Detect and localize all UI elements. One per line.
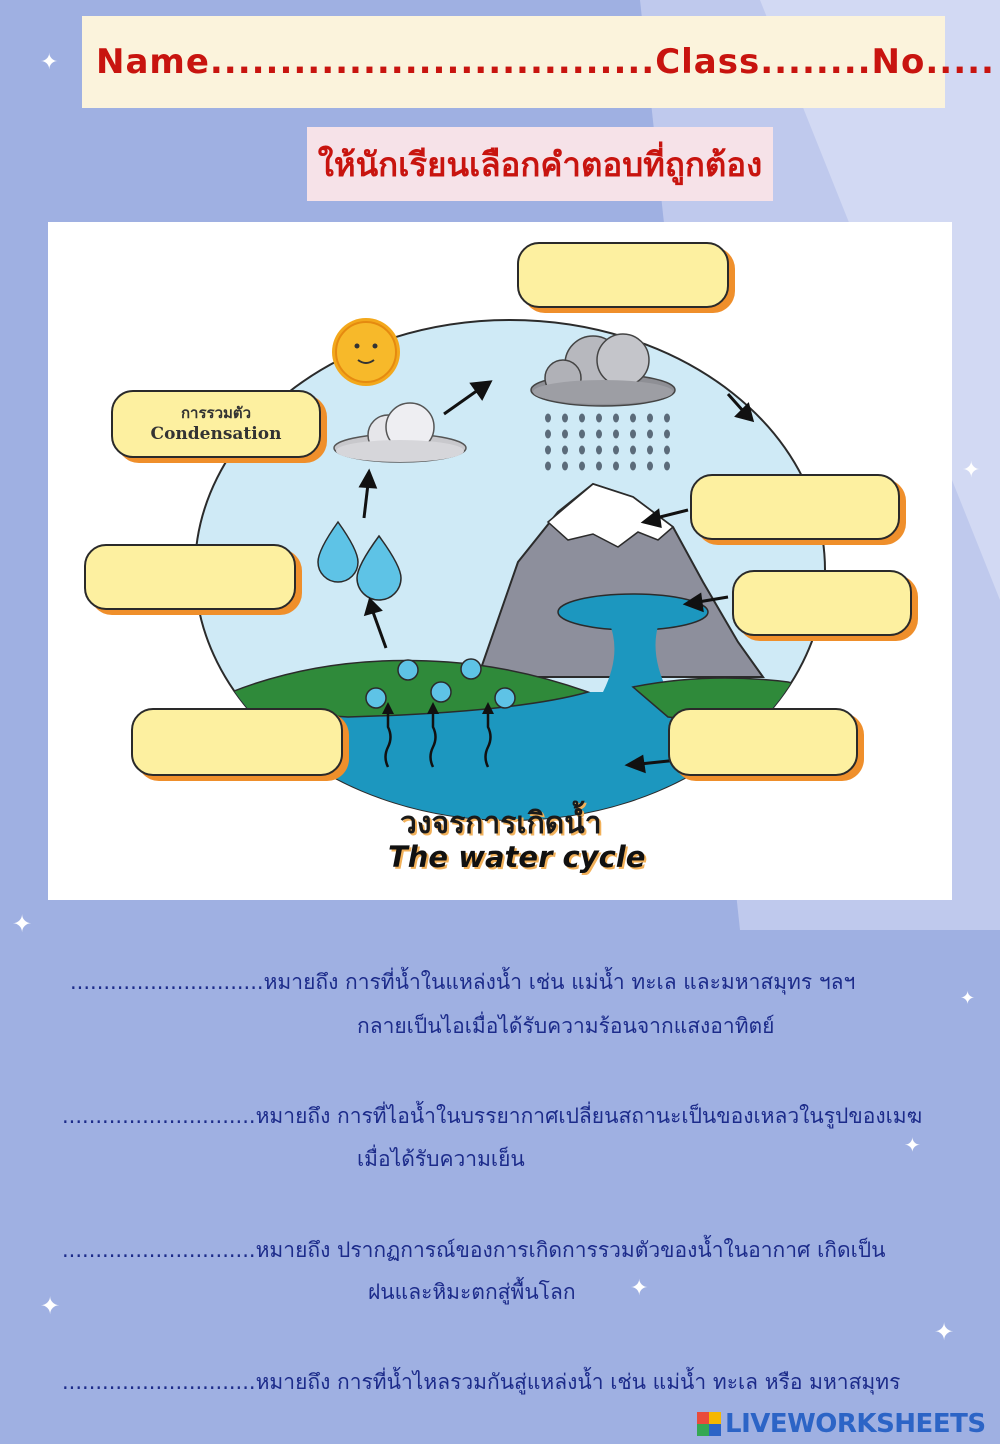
sun-icon (332, 318, 400, 386)
instruction-text: ให้นักเรียนเลือกคำตอบที่ถูกต้อง (317, 144, 763, 184)
cycle-arrows (358, 380, 755, 774)
diagram-caption-thai: วงจรการเกิดน้ำ (400, 806, 602, 841)
answer-box-right-bottom[interactable] (668, 708, 858, 776)
diagram-caption-english: The water cycle (388, 840, 646, 874)
name-class-number-line: Name................................Clas… (96, 42, 995, 82)
answer-box-top[interactable] (517, 242, 729, 308)
small-cloud-icon (333, 402, 467, 463)
instruction-box: ให้นักเรียนเลือกคำตอบที่ถูกต้อง (307, 127, 773, 201)
snow-cap-shape (546, 483, 675, 548)
logo-text: LIVEWORKSHEETS (725, 1409, 986, 1439)
question-text: หมายถึง ปรากฏการณ์ของการเกิดการรวมตัวของ… (255, 1238, 886, 1262)
question-3-line-1: .............................หมายถึง ปรา… (62, 1234, 885, 1267)
condensation-label-english: Condensation (150, 424, 282, 444)
question-3-line-2: ฝนและหิมะตกสู่พื้นโลก (368, 1280, 576, 1304)
question-1-line-2: กลายเป็นไอเมื่อได้รับความร้อนจากแสงอาทิต… (357, 1014, 775, 1038)
sparkle-icon: ✦ (904, 1133, 921, 1157)
sparkle-icon: ✦ (12, 910, 33, 938)
water-cycle-diagram: การรวมตัว Condensation วงจรการเกิดน้ำ Th… (48, 222, 952, 900)
condensation-label-box: การรวมตัว Condensation (111, 390, 321, 458)
question-4-line-1: .............................หมายถึง การ… (62, 1366, 900, 1399)
evaporation-arrows (384, 712, 492, 768)
sparkle-icon: ✦ (934, 1318, 955, 1346)
answer-box-right-upper[interactable] (690, 474, 900, 540)
vapor-bubbles (365, 658, 516, 709)
question-text: หมายถึง การที่น้ำไหลรวมกันสู่แหล่งน้ำ เช… (255, 1370, 901, 1394)
sparkle-icon: ✦ (962, 458, 981, 483)
answer-box-right-middle[interactable] (732, 570, 912, 636)
question-1-line-1: .............................หมายถึง การ… (70, 966, 855, 999)
answer-box-left-middle[interactable] (84, 544, 296, 610)
answer-blank[interactable]: ............................. (70, 970, 264, 994)
sparkle-icon: ✦ (40, 50, 59, 75)
name-class-header: Name................................Clas… (82, 16, 994, 108)
sparkle-icon: ✦ (630, 1276, 649, 1301)
rain-cloud-icon (530, 333, 676, 407)
question-text: หมายถึง การที่ไอน้ำในบรรยากาศเปลี่ยนสถาน… (255, 1104, 923, 1128)
sparkle-icon: ✦ (960, 988, 976, 1009)
water-drops-icon (317, 520, 402, 601)
answer-box-left-bottom[interactable] (131, 708, 343, 776)
land-left (195, 659, 591, 718)
rain-drops (545, 413, 670, 471)
question-2-line-1: .............................หมายถึง การ… (62, 1100, 922, 1133)
liveworksheets-logo: LIVEWORKSHEETS (697, 1409, 986, 1439)
question-2-line-2: เมื่อได้รับความเย็น (357, 1147, 525, 1171)
sparkle-icon: ✦ (40, 1292, 61, 1320)
answer-blank[interactable]: ............................. (62, 1104, 256, 1128)
liveworksheets-logo-icon (697, 1412, 721, 1436)
answer-blank[interactable]: ............................. (62, 1370, 256, 1394)
answer-blank[interactable]: ............................. (62, 1238, 256, 1262)
river (603, 620, 668, 692)
condensation-label-thai: การรวมตัว (180, 404, 252, 422)
question-text: หมายถึง การที่น้ำในแหล่งน้ำ เช่น แม่น้ำ … (263, 970, 856, 994)
